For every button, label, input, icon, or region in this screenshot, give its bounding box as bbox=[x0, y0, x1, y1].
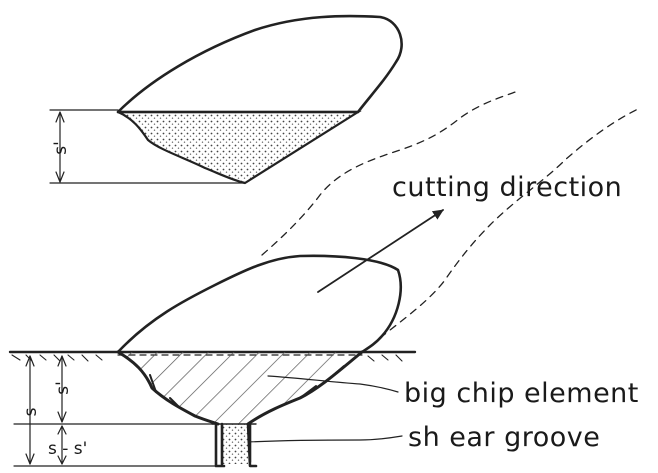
dim-s-minus-label: s - s' bbox=[48, 439, 87, 459]
trajectory-dashed-1 bbox=[261, 89, 521, 256]
bottom-chip-outline bbox=[116, 254, 402, 354]
big-chip-element-label: big chip element bbox=[404, 378, 639, 409]
surface-texture-right bbox=[367, 354, 403, 362]
shear-groove-region bbox=[222, 424, 248, 464]
top-groove bbox=[117, 110, 362, 185]
groove-outline bbox=[116, 350, 220, 426]
dim-s-minus-arrow-down bbox=[57, 455, 67, 465]
dim-s-prime-arrow-up bbox=[57, 355, 67, 367]
surface-texture-left bbox=[11, 354, 103, 362]
shear-groove-label: sh ear groove bbox=[408, 422, 600, 453]
dim-s-prime-arrow-down bbox=[57, 411, 67, 423]
dim-s-label: s bbox=[21, 407, 41, 416]
top-dim-arrow-up bbox=[55, 111, 65, 123]
top-figure: s' bbox=[49, 14, 403, 185]
top-dim-arrow-down bbox=[55, 171, 65, 183]
top-dim-s-prime: s' bbox=[51, 141, 71, 155]
cutting-direction-arrow bbox=[317, 209, 444, 293]
dim-s-arrow-down bbox=[25, 453, 35, 465]
groove-roughness bbox=[149, 365, 345, 409]
dim-s-prime-bottom-label: s' bbox=[53, 381, 73, 395]
trajectory-dashed-2 bbox=[379, 107, 641, 339]
leader-big-chip bbox=[267, 375, 399, 393]
dim-s-minus-arrow-up bbox=[57, 425, 67, 435]
cutting-direction-label: cutting direction bbox=[392, 172, 622, 203]
cutting-direction: cutting direction bbox=[261, 89, 641, 339]
bottom-figure: big chip element sh ear groove s s' s - … bbox=[8, 254, 639, 468]
leader-shear-groove bbox=[247, 435, 403, 443]
top-chip-outline bbox=[116, 14, 403, 114]
dim-s-arrow-up bbox=[25, 355, 35, 367]
